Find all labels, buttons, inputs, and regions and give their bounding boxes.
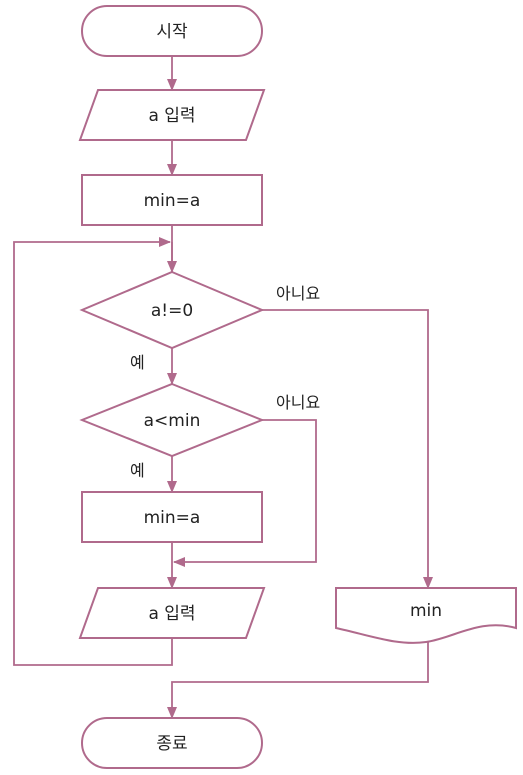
process-1-label: min=a: [144, 191, 201, 211]
decision-1-label: a!=0: [151, 301, 193, 321]
process-node-1: min=a: [81, 174, 263, 226]
start-label: 시작: [156, 22, 188, 42]
cond1-no-label: 아니요: [276, 284, 320, 303]
output-node: min: [335, 587, 517, 644]
input-2-label: a 입력: [148, 604, 195, 624]
edge-cond1-no: [262, 309, 433, 589]
decision-node-1: a!=0: [79, 270, 265, 350]
connectors: [13, 56, 433, 719]
input-node-2: a 입력: [78, 587, 266, 639]
end-node: 종료: [81, 717, 263, 769]
input-node-1: a 입력: [78, 89, 266, 141]
start-node: 시작: [81, 5, 263, 57]
cond2-no-label: 아니요: [276, 393, 320, 412]
end-label: 종료: [156, 734, 187, 754]
process-node-2: min=a: [81, 491, 263, 543]
decision-2-label: a<min: [144, 411, 201, 431]
edge-cond2-no: [173, 419, 317, 567]
decision-node-2: a<min: [79, 382, 265, 458]
process-2-label: min=a: [144, 508, 201, 528]
cond1-yes-label: 예: [130, 353, 145, 372]
cond2-yes-label: 예: [130, 461, 145, 480]
output-label: min: [410, 601, 442, 621]
edge-loop-back: [13, 237, 173, 666]
input-1-label: a 입력: [148, 106, 195, 126]
edge-output-to-end: [167, 640, 429, 719]
